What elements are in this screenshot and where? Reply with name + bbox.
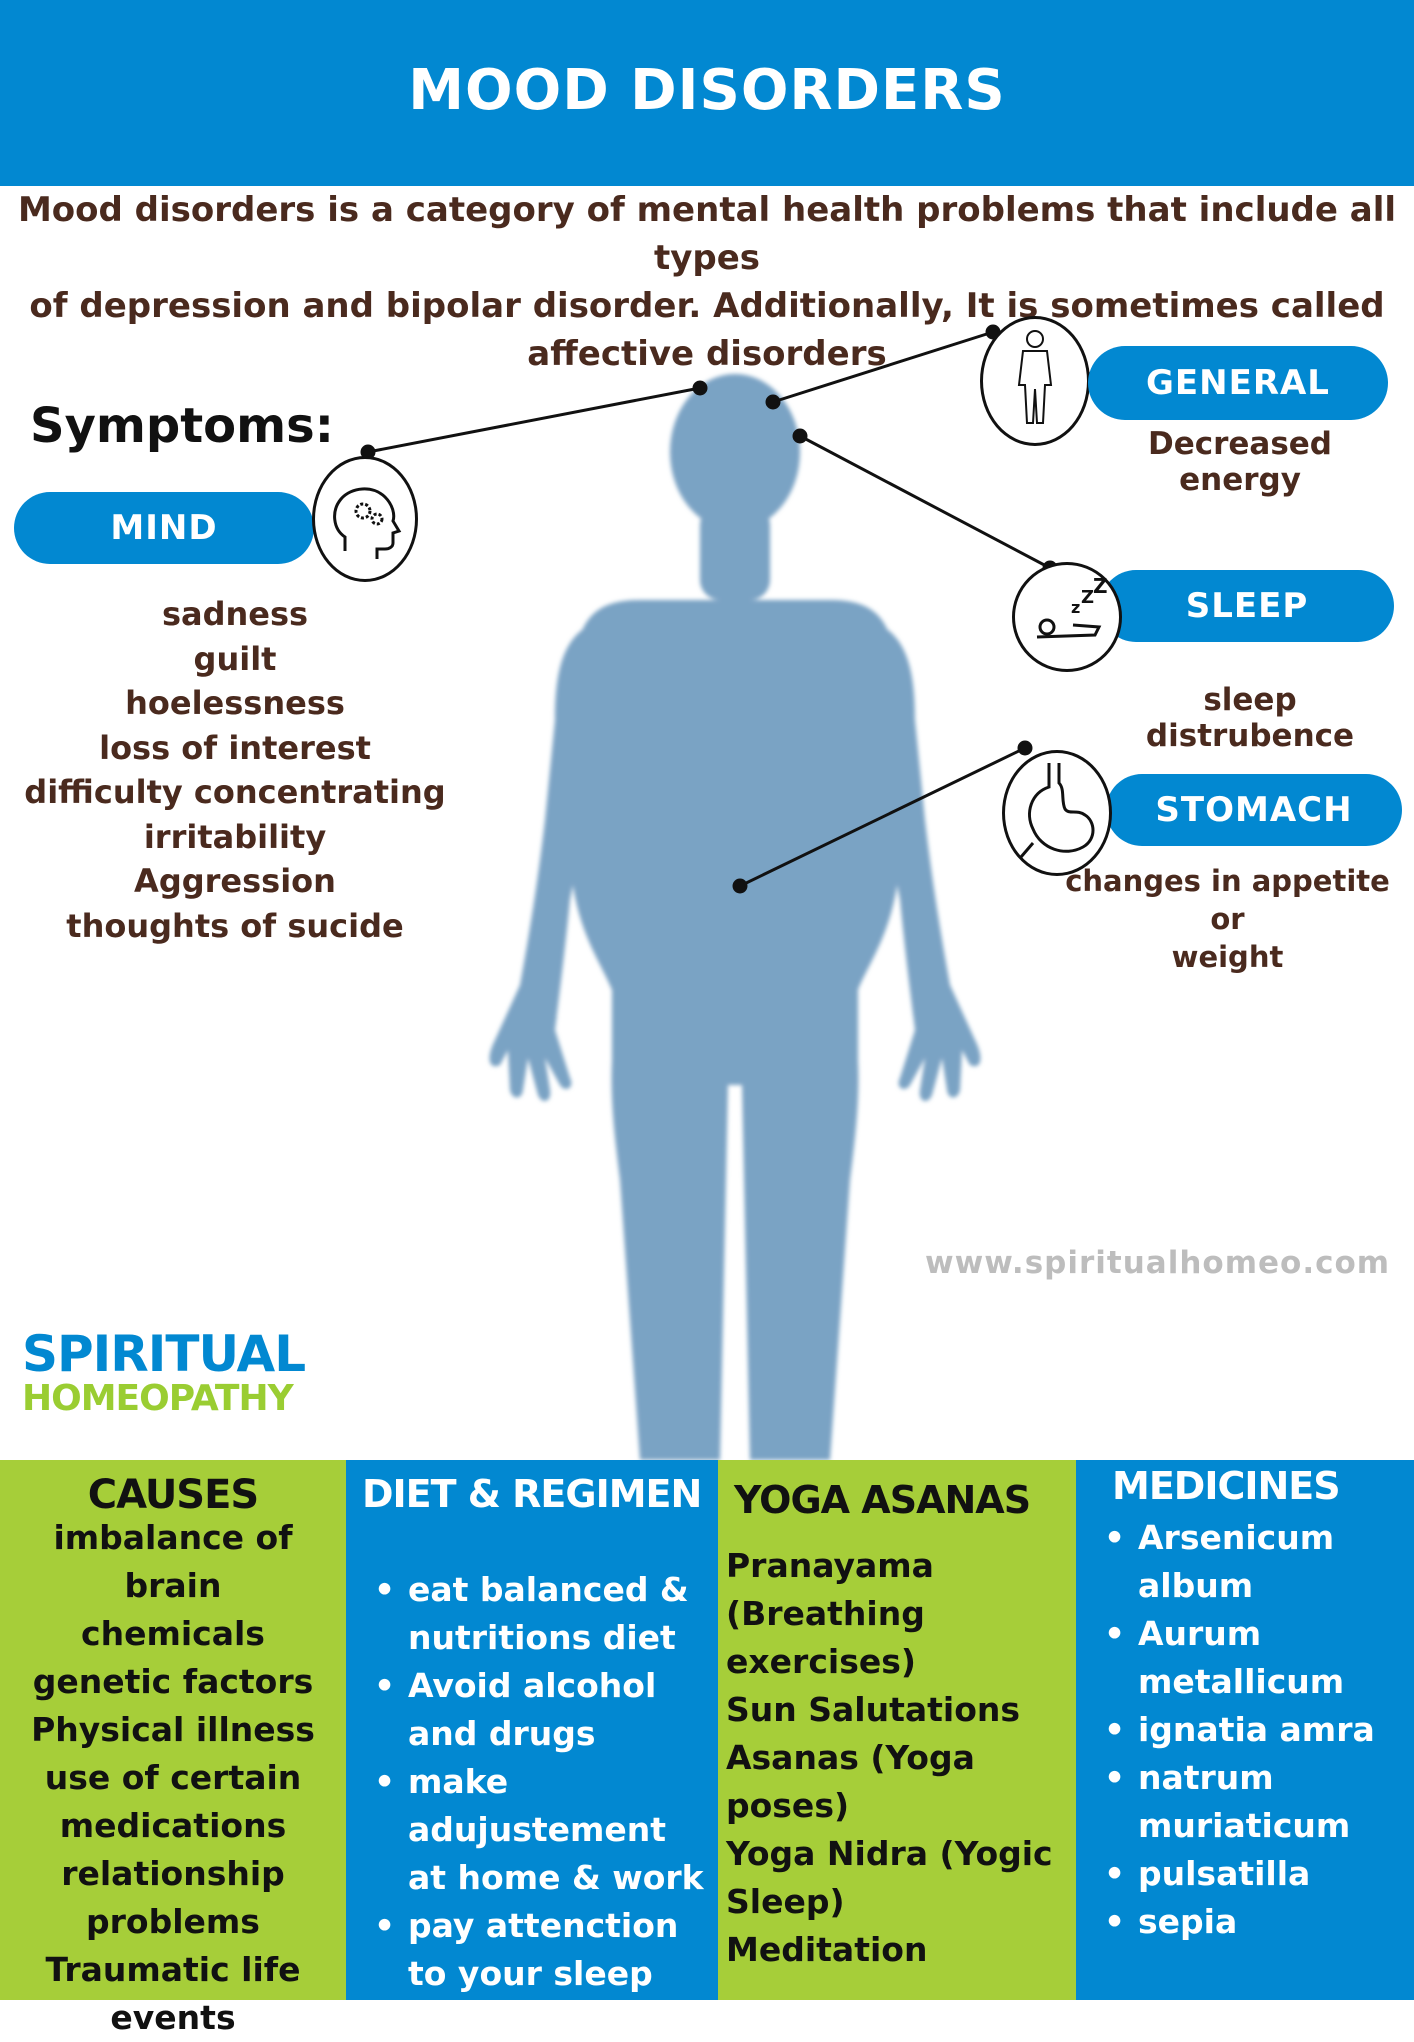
list-item: ignatia amra: [1098, 1706, 1408, 1754]
medicines-list: Arsenicum album Aurum metallicum ignatia…: [1098, 1514, 1408, 1946]
list-item: Aurum metallicum: [1098, 1610, 1408, 1706]
list-item: Sleep): [726, 1882, 845, 1921]
list-item: Sun Salutations: [726, 1690, 1021, 1729]
list-item: problems: [86, 1902, 260, 1941]
medicines-panel: MEDICINES Arsenicum album Aurum metallic…: [1076, 1460, 1414, 2000]
general-description: Decreased energy: [1147, 426, 1333, 498]
list-item: Asanas (Yoga: [726, 1738, 975, 1777]
sleep-description: sleep distrubence: [1145, 682, 1355, 754]
description-line: weight: [1171, 940, 1284, 974]
yoga-heading: YOGA ASANAS: [734, 1478, 1031, 1522]
list-item: Physical illness: [31, 1710, 315, 1749]
mind-symptom-list: sadness guilt hoelessness loss of intere…: [20, 592, 450, 948]
diet-heading: DIET & REGIMEN: [362, 1472, 702, 1516]
causes-list: imbalance of brain chemicals genetic fac…: [0, 1514, 346, 2042]
medicines-heading: MEDICINES: [1112, 1464, 1341, 1508]
list-item: exercises): [726, 1642, 916, 1681]
description-line: changes in appetite or: [1065, 864, 1390, 936]
list-item: medications: [59, 1806, 287, 1845]
list-item: make adujustement at home & work: [368, 1758, 713, 1902]
svg-text:Z: Z: [1081, 587, 1094, 608]
intro-line: of depression and bipolar disorder. Addi…: [29, 286, 1385, 326]
list-item: thoughts of sucide: [66, 906, 404, 945]
intro-line: affective disorders: [527, 334, 887, 374]
header-bar: [0, 0, 1414, 186]
website-link[interactable]: www.spiritualhomeo.com: [925, 1245, 1391, 1281]
list-item: Pranayama: [726, 1546, 934, 1585]
list-item: Traumatic life: [45, 1950, 301, 1989]
list-item: (Breathing: [726, 1594, 925, 1633]
human-silhouette-illustration: [360, 324, 1058, 1460]
brand-logo-line1: SPIRITUAL: [22, 1325, 306, 1383]
list-item: poses): [726, 1786, 850, 1825]
intro-line: Mood disorders is a category of mental h…: [17, 190, 1397, 278]
list-item: relationship: [61, 1854, 285, 1893]
list-item: irritability: [143, 817, 327, 856]
yoga-asanas-panel: YOGA ASANAS Pranayama (Breathing exercis…: [718, 1460, 1076, 2000]
list-item: Aggression: [134, 862, 336, 900]
stomach-icon: [1002, 750, 1112, 876]
list-item: loss of interest: [99, 728, 371, 767]
list-item: Yoga Nidra (Yogic: [726, 1834, 1053, 1873]
svg-text:z: z: [1071, 598, 1080, 617]
sleeping-person-icon: z Z Z: [1012, 562, 1122, 672]
sleep-label: SLEEP: [1100, 570, 1394, 642]
page-title: MOOD DISORDERS: [408, 58, 1006, 123]
standing-person-icon: [980, 316, 1090, 446]
diet-list: eat balanced & nutritions diet Avoid alc…: [368, 1566, 713, 1998]
general-label: GENERAL: [1088, 346, 1388, 420]
yoga-list: Pranayama (Breathing exercises) Sun Salu…: [726, 1542, 1071, 1974]
list-item: Arsenicum album: [1098, 1514, 1408, 1610]
list-item: genetic factors: [32, 1662, 314, 1701]
list-item: use of certain: [44, 1758, 302, 1797]
list-item: eat balanced & nutritions diet: [368, 1566, 713, 1662]
list-item: sadness: [161, 595, 309, 633]
list-item: natrum muriaticum: [1098, 1754, 1408, 1850]
list-item: sepia: [1098, 1898, 1408, 1946]
list-item: imbalance of brain: [53, 1518, 293, 1605]
list-item: events: [110, 1998, 236, 2037]
list-item: pulsatilla: [1098, 1850, 1408, 1898]
human-body-icon: [489, 374, 981, 1460]
list-item: pay attenction to your sleep: [368, 1902, 713, 1998]
list-item: Meditation: [726, 1930, 928, 1969]
list-item: guilt: [193, 639, 277, 678]
svg-text:Z: Z: [1093, 574, 1108, 598]
mind-label: MIND: [14, 492, 314, 564]
causes-heading: CAUSES: [87, 1472, 260, 1518]
causes-panel: CAUSES imbalance of brain chemicals gene…: [0, 1460, 346, 2037]
list-item: chemicals: [81, 1614, 265, 1653]
intro-text: Mood disorders is a category of mental h…: [0, 186, 1414, 378]
head-gears-icon: [312, 456, 418, 582]
stomach-label: STOMACH: [1106, 774, 1402, 846]
list-item: difficulty concentrating: [24, 773, 446, 811]
brand-logo-line2: HOMEOPATHY: [22, 1378, 294, 1419]
connector-lines: [360, 324, 1058, 894]
symptoms-heading: Symptoms:: [30, 398, 334, 454]
list-item: Avoid alcohol and drugs: [368, 1662, 713, 1758]
list-item: hoelessness: [125, 684, 345, 722]
stomach-description: changes in appetite or weight: [1055, 862, 1400, 976]
diet-regimen-panel: DIET & REGIMEN eat balanced & nutritions…: [346, 1460, 718, 2000]
